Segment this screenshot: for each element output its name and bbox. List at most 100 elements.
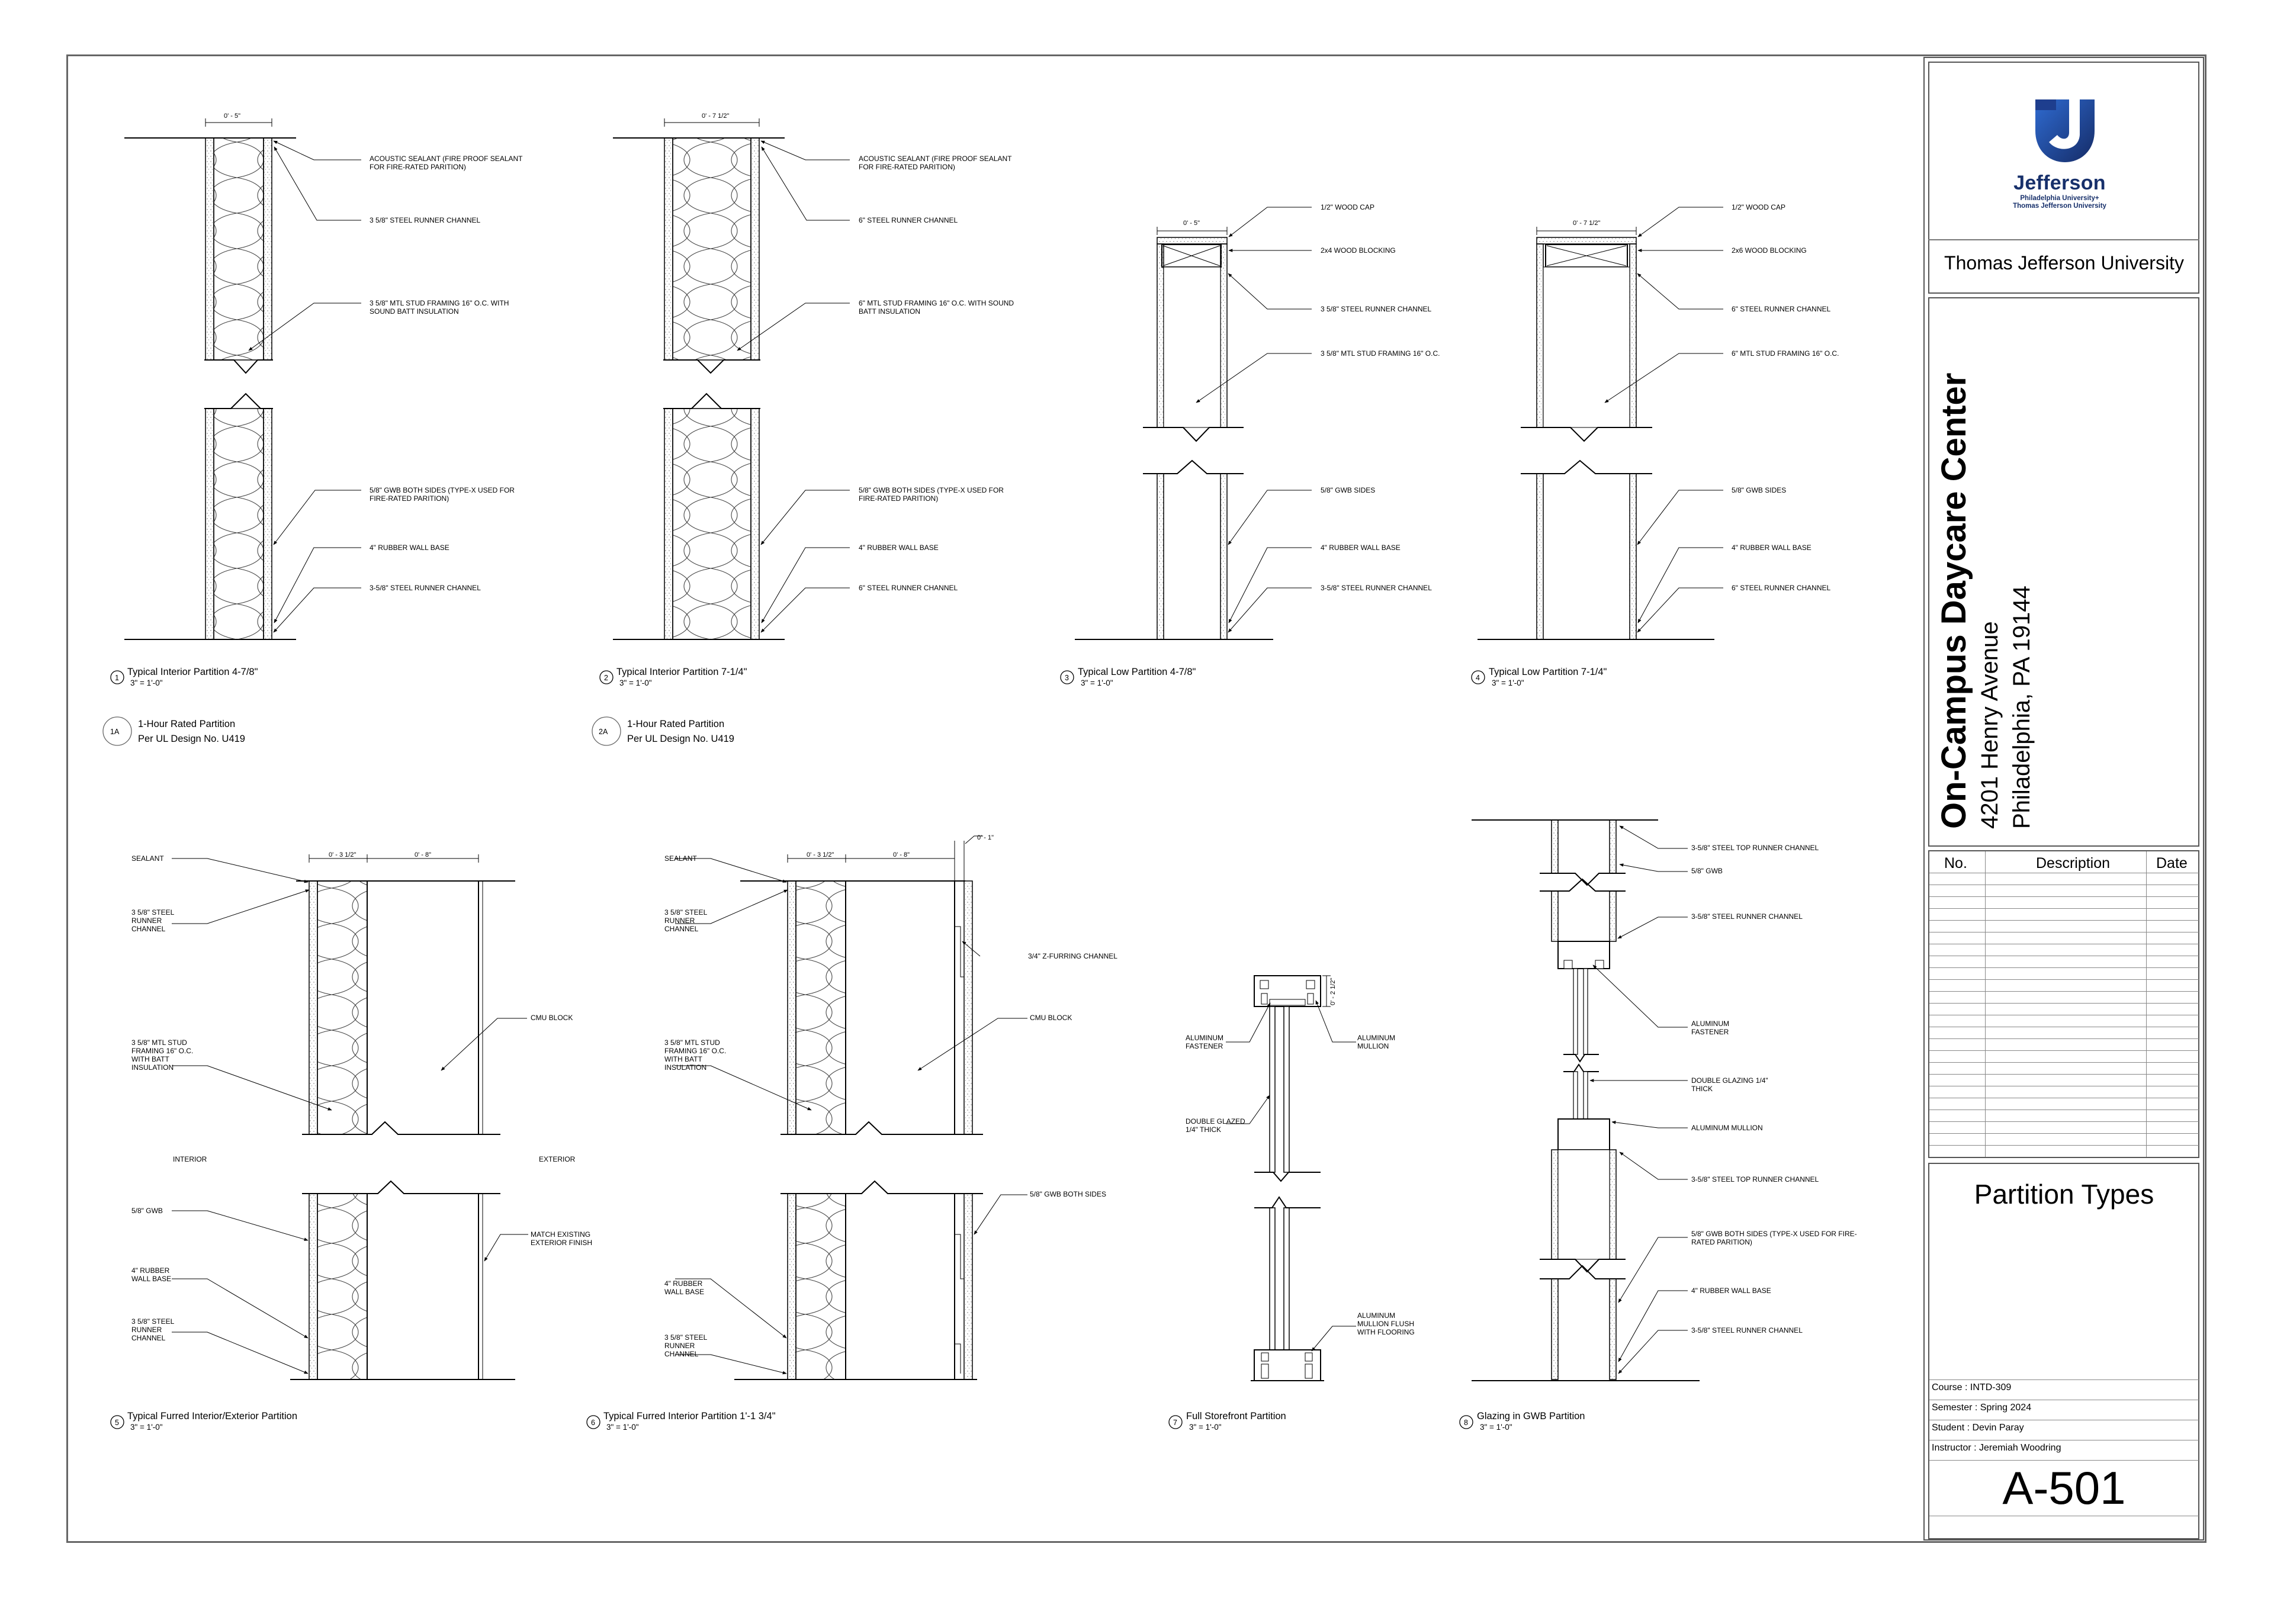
- info-line: [1929, 1379, 2199, 1380]
- svg-text:RUNNER: RUNNER: [664, 1342, 695, 1350]
- rev-col-date: Date: [2156, 855, 2188, 872]
- svg-text:2A: 2A: [599, 728, 608, 736]
- svg-text:EXTERIOR FINISH: EXTERIOR FINISH: [531, 1239, 592, 1247]
- svg-text:ALUMINUM: ALUMINUM: [1357, 1311, 1395, 1320]
- svg-text:Per UL Design No. U419: Per UL Design No. U419: [627, 734, 734, 744]
- svg-text:BATT INSULATION: BATT INSULATION: [859, 307, 920, 316]
- svg-text:MULLION FLUSH: MULLION FLUSH: [1357, 1320, 1414, 1328]
- svg-text:ACOUSTIC SEALANT (FIRE PROOF S: ACOUSTIC SEALANT (FIRE PROOF SEALANT: [859, 155, 1012, 163]
- svg-text:1A: 1A: [110, 728, 120, 736]
- sheet-info-panel: [1928, 1163, 2199, 1539]
- sheet-title: Partition Types: [1974, 1179, 2154, 1210]
- svg-text:CHANNEL: CHANNEL: [131, 925, 166, 933]
- rev-row: [1929, 1121, 2199, 1122]
- svg-text:5/8" GWB: 5/8" GWB: [131, 1207, 163, 1215]
- rev-row: [1929, 908, 2199, 909]
- svg-text:Typical Furred Interior/Exteri: Typical Furred Interior/Exterior Partiti…: [127, 1411, 297, 1422]
- svg-text:6: 6: [591, 1419, 595, 1427]
- svg-text:SEALANT: SEALANT: [664, 854, 697, 863]
- svg-text:4" RUBBER WALL BASE: 4" RUBBER WALL BASE: [370, 544, 449, 552]
- brand-wordmark: Jefferson Philadelphia University+ Thoma…: [1929, 172, 2190, 210]
- detail-8-glazing-in-gwb-partition: [1472, 819, 1700, 1381]
- svg-text:THICK: THICK: [1691, 1085, 1713, 1093]
- svg-text:CMU BLOCK: CMU BLOCK: [1030, 1014, 1072, 1022]
- svg-text:5/8" GWB BOTH SIDES (TYPE-X US: 5/8" GWB BOTH SIDES (TYPE-X USED FOR FIR…: [1691, 1230, 1857, 1238]
- svg-text:Full Storefront Partition: Full Storefront Partition: [1186, 1411, 1286, 1422]
- svg-text:0' - 3 1/2": 0' - 3 1/2": [329, 851, 356, 858]
- svg-text:0' - 3 1/2": 0' - 3 1/2": [807, 851, 834, 858]
- svg-text:3 5/8" MTL STUD FRAMING 16" O.: 3 5/8" MTL STUD FRAMING 16" O.C.: [1321, 349, 1440, 358]
- detail-8-text: 3-5/8" STEEL TOP RUNNER CHANNEL 5/8" GWB…: [1459, 844, 1857, 1432]
- svg-text:3: 3: [1065, 674, 1069, 682]
- svg-text:6" MTL STUD FRAMING 16" O.C.: 6" MTL STUD FRAMING 16" O.C.: [1732, 349, 1839, 358]
- svg-text:0' - 1": 0' - 1": [977, 834, 994, 841]
- detail-4-text: 0' - 7 1/2" 1/2" WOOD CAP 2x6 WOOD BLOCK…: [1471, 203, 1839, 687]
- rev-row: [1929, 1145, 2199, 1146]
- rev-row: [1929, 1050, 2199, 1051]
- svg-text:3-5/8" STEEL RUNNER CHANNEL: 3-5/8" STEEL RUNNER CHANNEL: [1691, 912, 1803, 921]
- jefferson-j-shield-icon: [2035, 99, 2095, 162]
- student-label: Student : Devin Paray: [1932, 1423, 2024, 1433]
- svg-text:1/4" THICK: 1/4" THICK: [1186, 1125, 1221, 1134]
- rev-col-description: Description: [2036, 855, 2111, 872]
- svg-text:3 5/8" STEEL RUNNER CHANNEL: 3 5/8" STEEL RUNNER CHANNEL: [1321, 305, 1432, 313]
- svg-text:4" RUBBER: 4" RUBBER: [131, 1266, 170, 1275]
- svg-text:0' - 5": 0' - 5": [1183, 220, 1200, 227]
- university-divider: [1928, 239, 2199, 240]
- svg-text:CMU BLOCK: CMU BLOCK: [531, 1014, 573, 1022]
- svg-text:1-Hour Rated Partition: 1-Hour Rated Partition: [627, 719, 724, 729]
- detail-1-text: 0' - 5" ACOUSTIC SEALANT (FIRE PROOF SEA…: [102, 112, 523, 746]
- detail-7-text: 0' - 2 1/2" ALUMINUM FASTENER ALUMINUM M…: [1168, 978, 1415, 1432]
- rev-row: [1929, 967, 2199, 968]
- rev-col-no: No.: [1944, 855, 1967, 872]
- rev-row: [1929, 979, 2199, 980]
- svg-text:0' - 7 1/2": 0' - 7 1/2": [1573, 220, 1600, 227]
- svg-text:0' - 2 1/2": 0' - 2 1/2": [1329, 978, 1337, 1005]
- svg-text:FRAMING 16" O.C.: FRAMING 16" O.C.: [664, 1047, 726, 1055]
- svg-text:Typical Interior Partition 7-1: Typical Interior Partition 7-1/4": [616, 667, 747, 677]
- svg-text:1/2" WOOD CAP: 1/2" WOOD CAP: [1732, 203, 1785, 211]
- svg-text:4" RUBBER WALL BASE: 4" RUBBER WALL BASE: [1732, 544, 1812, 552]
- rev-row: [1929, 1062, 2199, 1063]
- svg-text:3 5/8" MTL STUD FRAMING 16" O.: 3 5/8" MTL STUD FRAMING 16" O.C. WITH: [370, 299, 509, 307]
- svg-text:5/8" GWB BOTH SIDES (TYPE-X US: 5/8" GWB BOTH SIDES (TYPE-X USED FOR: [370, 486, 515, 494]
- svg-text:3-5/8" STEEL TOP RUNNER CHANNE: 3-5/8" STEEL TOP RUNNER CHANNEL: [1691, 1175, 1819, 1184]
- svg-text:FOR FIRE-RATED PARITION): FOR FIRE-RATED PARITION): [370, 163, 466, 171]
- course-label: Course : INTD-309: [1932, 1382, 2012, 1393]
- svg-text:ACOUSTIC SEALANT (FIRE PROOF S: ACOUSTIC SEALANT (FIRE PROOF SEALANT: [370, 155, 523, 163]
- detail-2-typical-interior-partition: [613, 118, 850, 640]
- svg-text:SOUND BATT INSULATION: SOUND BATT INSULATION: [370, 307, 459, 316]
- svg-text:6" STEEL RUNNER CHANNEL: 6" STEEL RUNNER CHANNEL: [1732, 305, 1831, 313]
- svg-text:3" = 1'-0": 3" = 1'-0": [619, 678, 652, 687]
- svg-text:4" RUBBER: 4" RUBBER: [664, 1279, 703, 1288]
- svg-text:3-5/8" STEEL RUNNER CHANNEL: 3-5/8" STEEL RUNNER CHANNEL: [1691, 1326, 1803, 1334]
- brand-sub-1: Philadelphia University+: [2020, 195, 2099, 202]
- svg-text:FASTENER: FASTENER: [1186, 1042, 1223, 1050]
- detail-3-typical-low-partition: [1075, 207, 1312, 640]
- svg-text:INSULATION: INSULATION: [664, 1063, 706, 1072]
- rev-row: [1929, 1133, 2199, 1134]
- svg-text:CHANNEL: CHANNEL: [664, 925, 699, 933]
- svg-text:6" STEEL RUNNER CHANNEL: 6" STEEL RUNNER CHANNEL: [859, 584, 958, 592]
- svg-text:3-5/8" STEEL RUNNER CHANNEL: 3-5/8" STEEL RUNNER CHANNEL: [370, 584, 481, 592]
- svg-text:3" = 1'-0": 3" = 1'-0": [606, 1423, 639, 1432]
- project-address-1: 4201 Henry Avenue: [1977, 621, 2003, 829]
- university-name: Thomas Jefferson University: [1944, 252, 2184, 274]
- svg-text:3-5/8" STEEL RUNNER CHANNEL: 3-5/8" STEEL RUNNER CHANNEL: [1321, 584, 1432, 592]
- svg-text:Typical Interior Partition 4-7: Typical Interior Partition 4-7/8": [127, 667, 258, 677]
- svg-text:4: 4: [1476, 674, 1480, 682]
- svg-text:4" RUBBER WALL BASE: 4" RUBBER WALL BASE: [859, 544, 939, 552]
- svg-text:SEALANT: SEALANT: [131, 854, 164, 863]
- detail-6-text: 0' - 3 1/2" 0' - 8" 0' - 1" SEALANT 3 5/…: [586, 834, 1117, 1432]
- svg-text:3/4" Z-FURRING CHANNEL: 3/4" Z-FURRING CHANNEL: [1028, 952, 1117, 960]
- instructor-label: Instructor : Jeremiah Woodring: [1932, 1443, 2061, 1453]
- svg-text:RUNNER: RUNNER: [131, 916, 162, 925]
- detail-5-furred-interior-exterior-partition: [172, 854, 528, 1380]
- rev-row: [1929, 991, 2199, 992]
- svg-text:6" STEEL RUNNER CHANNEL: 6" STEEL RUNNER CHANNEL: [1732, 584, 1831, 592]
- detail-4-typical-low-partition: [1478, 207, 1723, 640]
- brand-name: Jefferson: [2013, 172, 2106, 194]
- svg-text:6" STEEL RUNNER CHANNEL: 6" STEEL RUNNER CHANNEL: [859, 216, 958, 224]
- svg-text:Typical Low Partition 7-1/4": Typical Low Partition 7-1/4": [1489, 667, 1607, 677]
